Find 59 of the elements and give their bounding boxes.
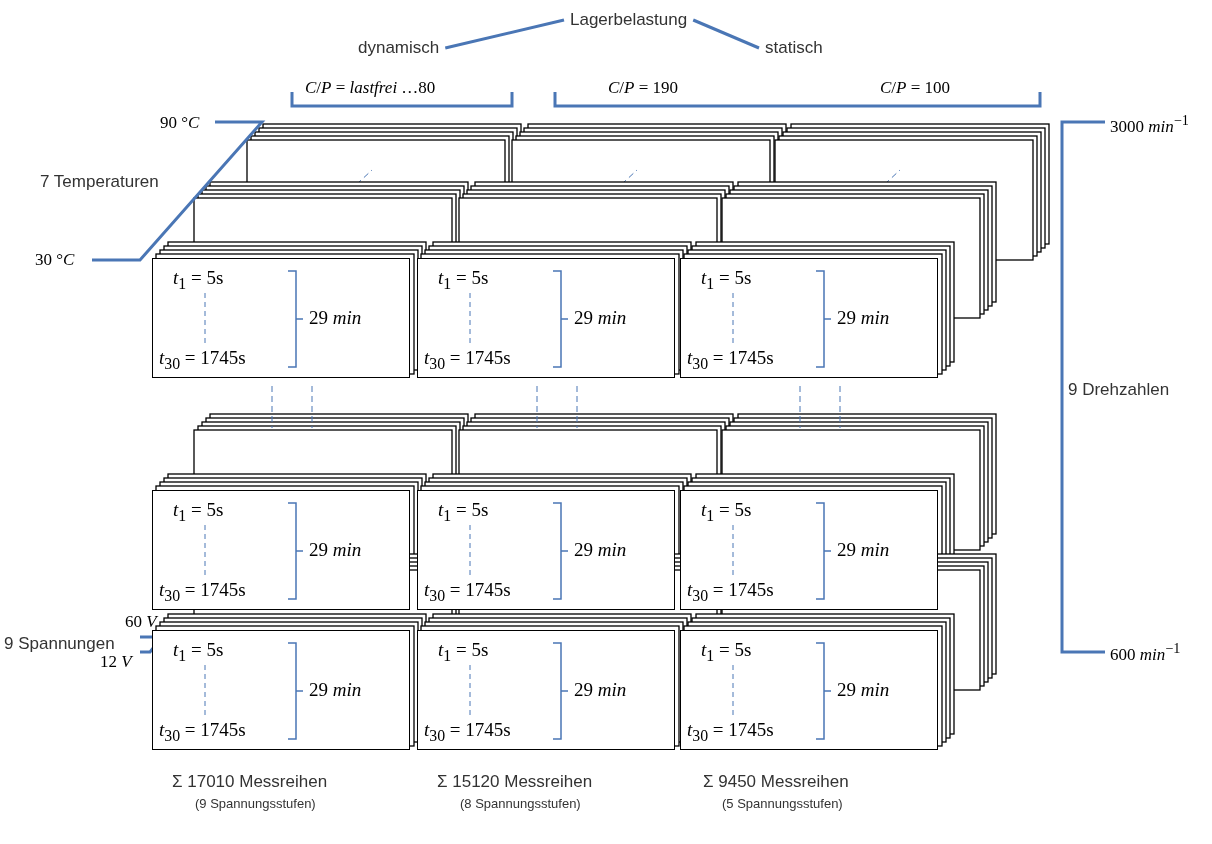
duration-label: 29 min — [309, 679, 362, 701]
duration-label: 29 min — [574, 539, 627, 561]
load-ratio-label: C/P = lastfrei …80 — [305, 78, 436, 98]
time-formula: t$_{1}$ = 5s — [701, 499, 752, 525]
speed-label: 600 min$^{−1}$ — [1110, 640, 1181, 665]
duration-label: 29 min — [837, 679, 890, 701]
measurement-card — [680, 630, 938, 750]
voltage-label: 60 V — [125, 612, 157, 632]
time-formula: t$_{1}$ = 5s — [173, 267, 224, 293]
category-label: statisch — [765, 38, 823, 58]
duration-label: 29 min — [837, 307, 890, 329]
measurement-card — [417, 258, 675, 378]
load-ratio-label: C/P = 190 — [608, 78, 679, 98]
duration-label: 29 min — [837, 539, 890, 561]
duration-label: 29 min — [574, 307, 627, 329]
measurement-card — [417, 490, 675, 610]
duration-label: 29 min — [574, 679, 627, 701]
measurement-card — [680, 490, 938, 610]
time-formula: t$_{1}$ = 5s — [438, 499, 489, 525]
time-formula: t$_{1}$ = 5s — [701, 639, 752, 665]
connector-line — [444, 18, 565, 50]
time-formula: t$_{30}$ = 1745s — [159, 347, 246, 373]
time-formula: t$_{30}$ = 1745s — [687, 719, 774, 745]
total-label: Σ 17010 Messreihen — [172, 772, 328, 792]
time-formula: t$_{30}$ = 1745s — [159, 719, 246, 745]
duration-label: 29 min — [309, 307, 362, 329]
time-formula: t$_{30}$ = 1745s — [687, 579, 774, 605]
measurement-card — [152, 490, 410, 610]
footnote-text: (8 Spannungsstufen) — [460, 796, 581, 811]
time-formula: t$_{1}$ = 5s — [438, 267, 489, 293]
time-formula: t$_{30}$ = 1745s — [424, 347, 511, 373]
measurement-card — [152, 258, 410, 378]
footnote-text: (9 Spannungsstufen) — [195, 796, 316, 811]
temperature-label: 30 °C — [35, 250, 75, 270]
voltage-label: 12 V — [100, 652, 132, 672]
measurement-card — [152, 630, 410, 750]
total-label: Σ 9450 Messreihen — [703, 772, 849, 792]
axis-label: 9 Drehzahlen — [1068, 380, 1170, 400]
time-formula: t$_{30}$ = 1745s — [424, 719, 511, 745]
time-formula: t$_{1}$ = 5s — [438, 639, 489, 665]
speed-label: 3000 min$^{−1}$ — [1110, 112, 1189, 137]
time-formula: t$_{1}$ = 5s — [701, 267, 752, 293]
time-formula: t$_{1}$ = 5s — [173, 499, 224, 525]
time-formula: t$_{30}$ = 1745s — [159, 579, 246, 605]
load-ratio-label: C/P = 100 — [880, 78, 951, 98]
total-label: Σ 15120 Messreihen — [437, 772, 593, 792]
footnote-text: (5 Spannungsstufen) — [722, 796, 843, 811]
connector-line — [692, 18, 760, 50]
time-formula: t$_{30}$ = 1745s — [687, 347, 774, 373]
time-formula: t$_{30}$ = 1745s — [424, 579, 511, 605]
duration-label: 29 min — [309, 539, 362, 561]
category-label: Lagerbelastung — [570, 10, 688, 30]
measurement-card — [680, 258, 938, 378]
temperature-label: 90 °C — [160, 113, 200, 133]
axis-label: 7 Temperaturen — [40, 172, 159, 192]
measurement-card — [417, 630, 675, 750]
category-label: dynamisch — [358, 38, 440, 58]
time-formula: t$_{1}$ = 5s — [173, 639, 224, 665]
axis-label: 9 Spannungen — [4, 634, 115, 654]
